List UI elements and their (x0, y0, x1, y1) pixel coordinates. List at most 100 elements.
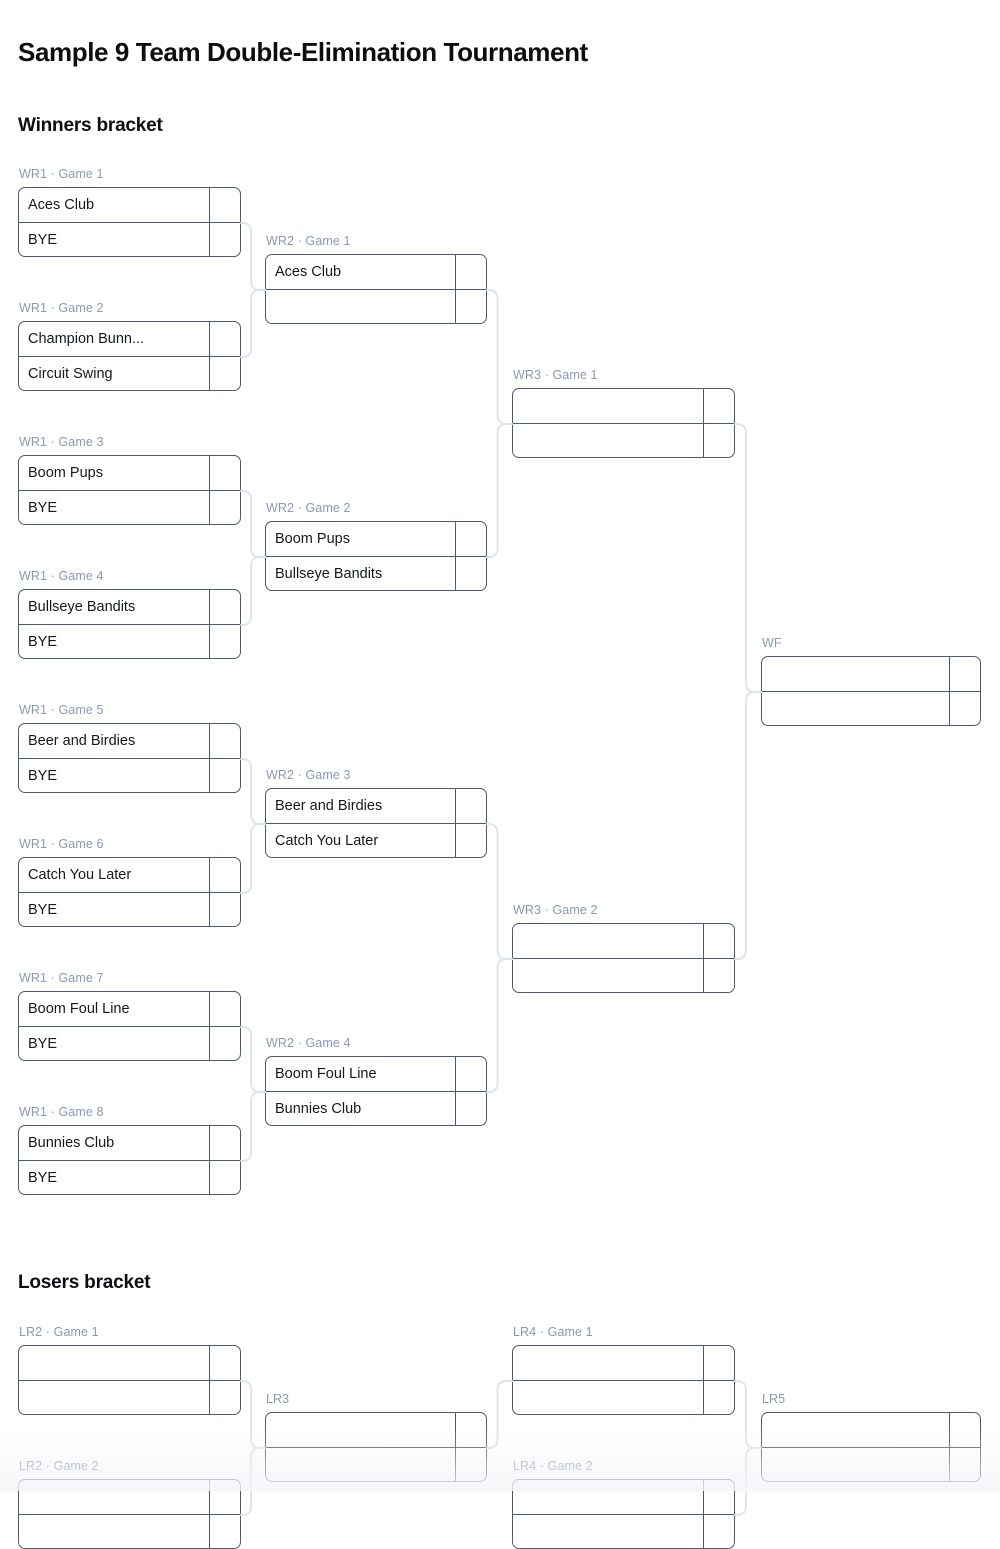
match-slot-1[interactable]: Bullseye Bandits (19, 590, 240, 624)
team-score[interactable] (209, 1027, 240, 1060)
match-slot-2[interactable] (266, 1447, 486, 1481)
match-wf-1[interactable]: WF (761, 636, 981, 726)
team-score[interactable] (703, 424, 734, 457)
match-wr3-1[interactable]: WR3 · Game 1 (512, 368, 735, 458)
team-score[interactable] (209, 992, 240, 1026)
team-score[interactable] (703, 924, 734, 958)
match-slot-1[interactable] (762, 1413, 980, 1447)
team-score[interactable] (209, 491, 240, 524)
match-slot-2[interactable] (762, 1447, 980, 1481)
team-score[interactable] (703, 1381, 734, 1414)
team-score[interactable] (455, 290, 486, 323)
team-score[interactable] (455, 789, 486, 823)
match-slot-1[interactable] (513, 924, 734, 958)
team-score[interactable] (209, 322, 240, 356)
match-slot-1[interactable]: Boom Foul Line (19, 992, 240, 1026)
match-slot-2[interactable]: BYE (19, 758, 240, 792)
match-slot-1[interactable]: Bunnies Club (19, 1126, 240, 1160)
team-score[interactable] (455, 1092, 486, 1125)
match-lr2-1[interactable]: LR2 · Game 1 (18, 1325, 241, 1415)
team-score[interactable] (209, 893, 240, 926)
team-score[interactable] (703, 959, 734, 992)
match-slot-2[interactable] (513, 1380, 734, 1414)
team-score[interactable] (455, 1057, 486, 1091)
match-box[interactable] (512, 388, 735, 458)
match-slot-2[interactable]: Bunnies Club (266, 1091, 486, 1125)
match-slot-2[interactable] (513, 958, 734, 992)
match-slot-1[interactable] (19, 1480, 240, 1514)
team-score[interactable] (949, 657, 980, 691)
match-slot-1[interactable] (513, 1480, 734, 1514)
match-box[interactable] (18, 1479, 241, 1549)
team-score[interactable] (209, 1480, 240, 1514)
match-slot-1[interactable] (19, 1346, 240, 1380)
team-score[interactable] (209, 1161, 240, 1194)
team-score[interactable] (209, 858, 240, 892)
match-slot-1[interactable]: Boom Pups (266, 522, 486, 556)
team-score[interactable] (209, 625, 240, 658)
match-slot-1[interactable]: Boom Foul Line (266, 1057, 486, 1091)
team-score[interactable] (455, 824, 486, 857)
team-score[interactable] (209, 357, 240, 390)
match-box[interactable] (761, 656, 981, 726)
match-slot-1[interactable]: Boom Pups (19, 456, 240, 490)
team-score[interactable] (703, 389, 734, 423)
team-score[interactable] (455, 1413, 486, 1447)
match-box[interactable] (761, 1412, 981, 1482)
team-score[interactable] (209, 724, 240, 758)
match-slot-2[interactable]: BYE (19, 490, 240, 524)
match-slot-1[interactable]: Catch You Later (19, 858, 240, 892)
match-box[interactable] (18, 1345, 241, 1415)
team-score[interactable] (455, 1448, 486, 1481)
match-slot-1[interactable]: Aces Club (266, 255, 486, 289)
match-slot-1[interactable] (513, 1346, 734, 1380)
match-slot-1[interactable]: Aces Club (19, 188, 240, 222)
team-score[interactable] (703, 1346, 734, 1380)
team-score[interactable] (703, 1480, 734, 1514)
match-box[interactable] (512, 1345, 735, 1415)
team-score[interactable] (703, 1515, 734, 1548)
match-lr4-1[interactable]: LR4 · Game 1 (512, 1325, 735, 1415)
match-slot-2[interactable] (513, 1514, 734, 1548)
team-score[interactable] (209, 1381, 240, 1414)
team-score[interactable] (949, 1448, 980, 1481)
match-slot-2[interactable]: BYE (19, 624, 240, 658)
match-slot-1[interactable]: Beer and Birdies (19, 724, 240, 758)
team-score[interactable] (455, 557, 486, 590)
match-box[interactable] (265, 1412, 487, 1482)
match-slot-1[interactable] (266, 1413, 486, 1447)
match-slot-1[interactable] (513, 389, 734, 423)
team-score[interactable] (209, 590, 240, 624)
match-wr3-2[interactable]: WR3 · Game 2 (512, 903, 735, 993)
match-slot-2[interactable]: BYE (19, 1026, 240, 1060)
match-lr2-2[interactable]: LR2 · Game 2 (18, 1459, 241, 1549)
match-slot-2[interactable] (19, 1514, 240, 1548)
match-slot-1[interactable]: Champion Bunn... (19, 322, 240, 356)
match-slot-2[interactable] (266, 289, 486, 323)
team-score[interactable] (209, 1346, 240, 1380)
team-score[interactable] (209, 223, 240, 256)
match-slot-2[interactable]: Catch You Later (266, 823, 486, 857)
match-slot-2[interactable]: Bullseye Bandits (266, 556, 486, 590)
match-box[interactable] (512, 1479, 735, 1549)
match-lr4-2[interactable]: LR4 · Game 2 (512, 1459, 735, 1549)
match-slot-2[interactable] (19, 1380, 240, 1414)
match-box[interactable]: Champion Bunn...Circuit Swing (18, 321, 241, 391)
match-lr5-1[interactable]: LR5 (761, 1392, 981, 1482)
match-slot-2[interactable]: BYE (19, 1160, 240, 1194)
